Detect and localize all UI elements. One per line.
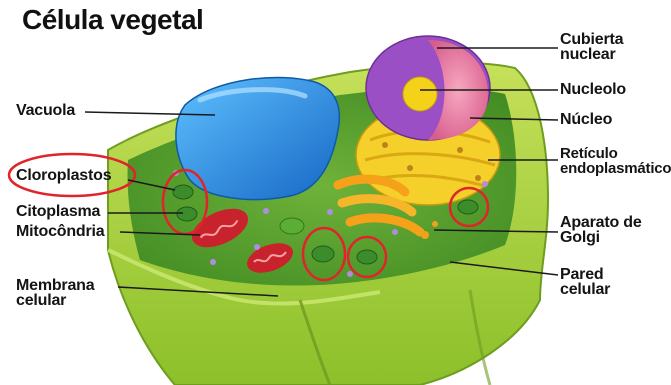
label-nucleo: Núcleo xyxy=(560,112,612,127)
label-pared-celular: Pared celular xyxy=(560,267,610,297)
nucleolus xyxy=(403,77,437,111)
label-vacuola: Vacuola xyxy=(16,103,75,118)
label-cloroplastos: Cloroplastos xyxy=(16,168,111,183)
label-cubierta-nuclear: Cubierta nuclear xyxy=(560,32,623,62)
label-nucleolo: Nucleolo xyxy=(560,82,626,97)
label-membrana-celular: Membrana celular xyxy=(16,278,94,308)
label-aparato-golgi: Aparato de Golgi xyxy=(560,215,642,245)
nucleus xyxy=(366,36,490,140)
label-citoplasma: Citoplasma xyxy=(16,204,100,219)
label-mitocondria: Mitocôndria xyxy=(16,224,104,239)
diagram-title: Célula vegetal xyxy=(22,4,203,36)
label-reticulo-endoplasmatico: Retículo endoplasmático xyxy=(560,146,671,176)
